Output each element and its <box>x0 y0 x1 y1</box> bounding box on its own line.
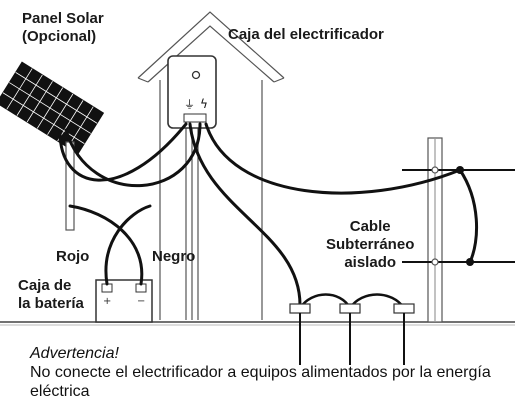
lightning-terminal-icon: ϟ <box>200 97 208 111</box>
ground-rods <box>289 293 415 365</box>
black-wire-label: Negro <box>152 248 196 265</box>
underground-cable <box>188 122 302 307</box>
warning-block: Advertencia! No conecte el electrificado… <box>30 344 505 401</box>
underground-cable-label: Cable Subterráneo aislado <box>326 218 415 271</box>
black-wire-battery <box>68 204 144 286</box>
fence-feed-wire <box>204 122 462 195</box>
fence-jumper-wire <box>458 168 478 264</box>
ground-terminal-icon: ⏚ <box>184 98 195 111</box>
warning-text: No conecte el electrificador a equipos a… <box>30 364 491 400</box>
energizer-box-label: Caja del electrificador <box>228 26 384 43</box>
solar-panel <box>0 61 105 231</box>
fence-post <box>427 137 443 323</box>
solar-panel-label: Panel Solar (Opcional) <box>22 10 104 45</box>
panel-wire-left <box>58 122 188 182</box>
warning-title: Advertencia! <box>30 345 119 362</box>
battery-box-label: Caja de la batería <box>18 277 84 312</box>
red-wire-battery <box>104 204 152 286</box>
energizer-box <box>167 55 217 129</box>
battery: + − <box>95 279 153 323</box>
battery-minus-sign: − <box>137 296 145 307</box>
battery-plus-sign: + <box>103 296 111 307</box>
red-wire-label: Rojo <box>56 248 90 265</box>
